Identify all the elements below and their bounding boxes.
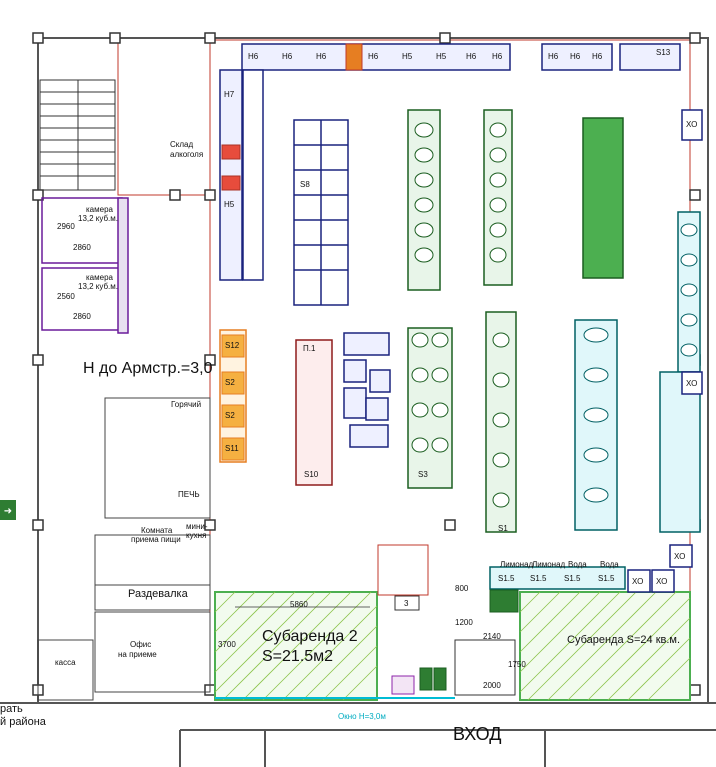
chamber2-dim: 2860: [73, 312, 91, 321]
sublease-areas: [214, 591, 691, 701]
teal-ovals: [583, 223, 698, 503]
xo-1: ХО: [686, 120, 698, 129]
p1-fridge: [295, 339, 333, 486]
cabinet-top-7: Н6: [466, 52, 477, 61]
top-red-unit: [345, 43, 363, 71]
chamber2-volume: 13,2 куб.м.: [78, 282, 118, 291]
s8-label: S8: [300, 180, 310, 189]
storage-label: Склад: [170, 140, 194, 149]
orange-cells: [221, 334, 245, 461]
dim-3700: 3700: [218, 640, 236, 649]
chamber1-label: камера: [86, 205, 113, 214]
n7-label: Н7: [224, 90, 235, 99]
sublease1-title: Субаренда S=24 кв.м.: [567, 634, 681, 646]
dim-3: 3: [404, 599, 409, 608]
cashier-label: касса: [55, 658, 76, 667]
cabinet-top-1: Н6: [248, 52, 259, 61]
chamber-side-dim-2: 2960: [57, 222, 75, 231]
sublease2-title: Субаренда 2: [262, 628, 358, 645]
back-rooms: [37, 397, 211, 701]
office-label-2: на приеме: [118, 650, 157, 659]
kitchen-room-label: Комната: [141, 526, 173, 535]
oven-label: ПЕЧЬ: [178, 490, 200, 499]
chamber1-dim: 2860: [73, 243, 91, 252]
orange-cell-4: S11: [225, 444, 239, 453]
chamber-side-dim: 2560: [57, 292, 75, 301]
s1-label: S1: [498, 524, 508, 533]
exit-sign: ➜: [0, 500, 16, 520]
dim-2000: 2000: [483, 681, 501, 690]
cabinet-top-right-3: Н6: [592, 52, 603, 61]
office-label: Офис: [130, 640, 152, 649]
dim-5860: 5860: [290, 600, 308, 609]
left-edge-text-2: й района: [0, 716, 46, 728]
storage-label-2: алкоголя: [170, 150, 204, 159]
kitchen-room-label-2: приема пищи: [131, 535, 181, 544]
mini-kitchen-label-2: кухня: [186, 531, 207, 540]
s10-label: S10: [304, 470, 319, 479]
pink-unit: [391, 675, 415, 695]
p1-label: П.1: [303, 344, 316, 353]
dim-1750: 1750: [508, 660, 526, 669]
water-label-2: Лимонад: [532, 560, 566, 569]
xo-4: ХО: [632, 577, 644, 586]
blue-boxes: [343, 332, 391, 448]
mini-kitchen-label: мини-: [186, 522, 208, 531]
cold-chambers: [41, 197, 129, 334]
xo-2: ХО: [686, 379, 698, 388]
cabinet-top-4: Н6: [368, 52, 379, 61]
dim-1200: 1200: [455, 618, 473, 627]
orange-cell-2: S2: [225, 378, 235, 387]
cabinet-top-5: Н5: [402, 52, 413, 61]
drink-fridges: [489, 566, 626, 590]
cabinet-top-3: Н6: [316, 52, 327, 61]
xo-3: ХО: [674, 552, 686, 561]
hot-shop-label: Горячий: [171, 400, 202, 409]
xo-boxes: [627, 109, 703, 593]
xo-5: ХО: [656, 577, 668, 586]
drink-fridge-4: S1.5: [598, 574, 615, 583]
dim-2140: 2140: [483, 632, 501, 641]
n5-label: Н5: [224, 200, 235, 209]
drink-fridge-2: S1.5: [530, 574, 547, 583]
drink-fridge-1: S1.5: [498, 574, 515, 583]
left-edge-text-1: рать: [0, 703, 23, 715]
water-label-1: Лимонад: [500, 560, 534, 569]
cabinet-top-2: Н6: [282, 52, 293, 61]
cabinet-top-right-2: Н6: [570, 52, 581, 61]
top-shelf-row: [241, 43, 681, 71]
svg-text:➜: ➜: [4, 506, 12, 517]
orange-cell-1: S12: [225, 341, 240, 350]
cabinet-top-8: Н6: [492, 52, 503, 61]
green-checkout-units: [419, 589, 519, 691]
cabinet-top-right-1: Н6: [548, 52, 559, 61]
changing-room-label: Раздевалка: [128, 588, 188, 600]
dim-800: 800: [455, 584, 469, 593]
staircase: [39, 79, 116, 191]
left-shelf-column: [219, 69, 264, 281]
cabinet-top-6: Н5: [436, 52, 447, 61]
cabinet-s13: S13: [656, 48, 671, 57]
central-rack: [293, 119, 349, 306]
red-boxes: [221, 144, 241, 191]
ceiling-height-note: Н до Армстр.=3,0: [83, 360, 213, 377]
fridge-row-ovals: [411, 122, 510, 508]
entrance-label: ВХОД: [453, 724, 502, 744]
water-label-3: Вода: [568, 560, 587, 569]
water-label-4: Вода: [600, 560, 619, 569]
s3-label: S3: [418, 470, 428, 479]
building-walls: [0, 37, 716, 767]
fridge-row-bright: [582, 117, 624, 279]
sublease2-area: S=21.5м2: [262, 648, 334, 665]
chamber2-label: камера: [86, 273, 113, 282]
drink-fridge-3: S1.5: [564, 574, 581, 583]
checkout-area: [377, 544, 516, 696]
window-label: Окно Н=3,0м: [338, 712, 386, 721]
orange-cell-3: S2: [225, 411, 235, 420]
chamber1-volume: 13,2 куб.м.: [78, 214, 118, 223]
